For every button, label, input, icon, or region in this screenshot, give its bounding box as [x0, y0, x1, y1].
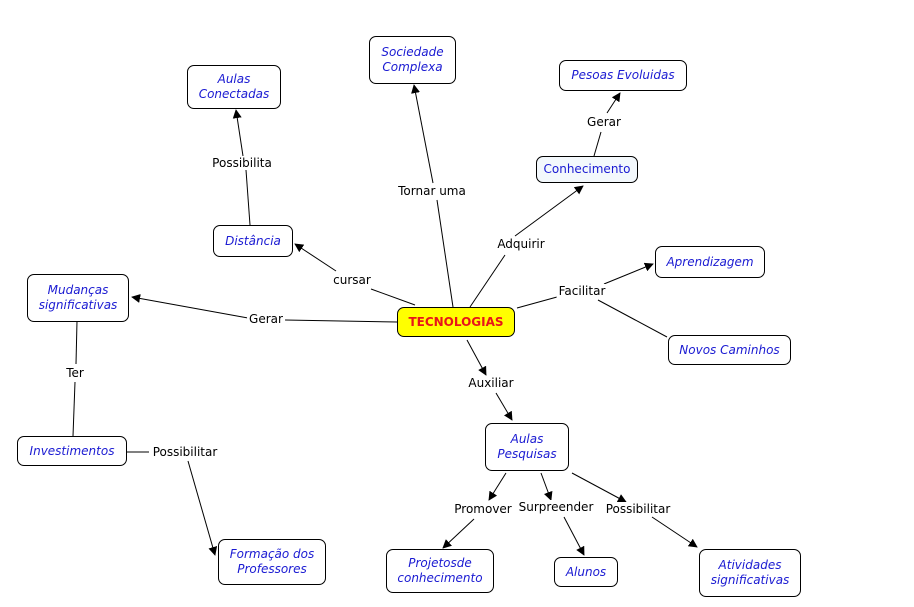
concept-mudancas-significativas[interactable]: Mudanças significativas	[27, 274, 129, 322]
edge-mudancas-ter	[75, 320, 78, 365]
edge-facilitar-aprendizagem	[603, 262, 654, 285]
concept-atividades-significativas[interactable]: Atividades significativas	[699, 549, 801, 597]
concept-aulas-conectadas[interactable]: Aulas Conectadas	[187, 65, 281, 109]
edge-facilitar-novos-caminhos	[597, 299, 668, 338]
edge-aulas-promover	[488, 472, 507, 501]
edge-auxiliar-aulas-pesquisas	[495, 392, 513, 421]
link-ter: Ter	[64, 366, 86, 380]
link-facilitar: Facilitar	[556, 284, 608, 298]
link-adquirir: Adquirir	[495, 237, 547, 251]
concept-pesoas-evoluidas[interactable]: Pesoas Evoluidas	[559, 60, 687, 91]
link-gerar-left: Gerar	[247, 312, 285, 326]
edge-cursar-distancia	[294, 243, 337, 272]
edge-aulas-surpreender	[540, 472, 553, 501]
edge-tornar-sociedade	[411, 84, 434, 184]
edge-possibilita-aulas-conectadas	[232, 109, 244, 157]
edge-gerar-mudancas	[131, 294, 249, 319]
link-possibilitar-left: Possibilitar	[150, 445, 220, 459]
edge-conhecimento-gerar	[593, 131, 602, 157]
edge-adquirir-conhecimento	[514, 185, 584, 237]
edge-gerar-pesoas	[606, 92, 621, 114]
link-possibilita: Possibilita	[210, 156, 274, 170]
link-cursar: cursar	[331, 273, 373, 287]
edge-distancia-possibilita	[245, 169, 251, 226]
link-possibilitar-right: Possibilitar	[603, 502, 673, 516]
edge-surpreender-alunos	[563, 516, 585, 556]
edge-tecnologias-adquirir	[469, 254, 506, 308]
edge-promover-projetos	[442, 518, 475, 549]
edge-possibilitar-formacao	[187, 460, 218, 556]
concept-tecnologias[interactable]: TECNOLOGIAS	[397, 307, 515, 337]
edge-possibilitar-atividades	[651, 516, 698, 548]
concept-aulas-pesquisas[interactable]: Aulas Pesquisas	[485, 423, 569, 471]
link-promover: Promover	[452, 502, 514, 516]
concept-formacao-professores[interactable]: Formação dos Professores	[218, 539, 326, 585]
edge-ter-investimentos	[72, 381, 76, 437]
edge-tecnologias-auxiliar	[466, 339, 487, 376]
edge-tecnologias-gerar	[284, 319, 398, 323]
concept-novos-caminhos[interactable]: Novos Caminhos	[668, 335, 791, 365]
link-tornar-uma: Tornar uma	[396, 184, 468, 198]
concept-sociedade-complexa[interactable]: Sociedade Complexa	[369, 36, 456, 84]
concept-alunos[interactable]: Alunos	[554, 557, 618, 587]
concept-conhecimento[interactable]: Conhecimento	[536, 156, 638, 183]
edge-aulas-possibilitar	[571, 472, 627, 503]
link-surpreender: Surpreender	[516, 500, 596, 514]
concept-investimentos[interactable]: Investimentos	[17, 436, 127, 466]
edge-tecnologias-facilitar	[516, 296, 558, 309]
link-auxiliar: Auxiliar	[466, 376, 516, 390]
concept-projetos-conhecimento[interactable]: Projetosde conhecimento	[386, 549, 494, 593]
edge-tecnologias-tornar	[436, 199, 454, 308]
concept-distancia[interactable]: Distância	[213, 225, 293, 257]
link-gerar-top: Gerar	[585, 115, 623, 129]
edge-tecnologias-cursar	[370, 288, 416, 306]
concept-aprendizagem[interactable]: Aprendizagem	[655, 246, 765, 278]
